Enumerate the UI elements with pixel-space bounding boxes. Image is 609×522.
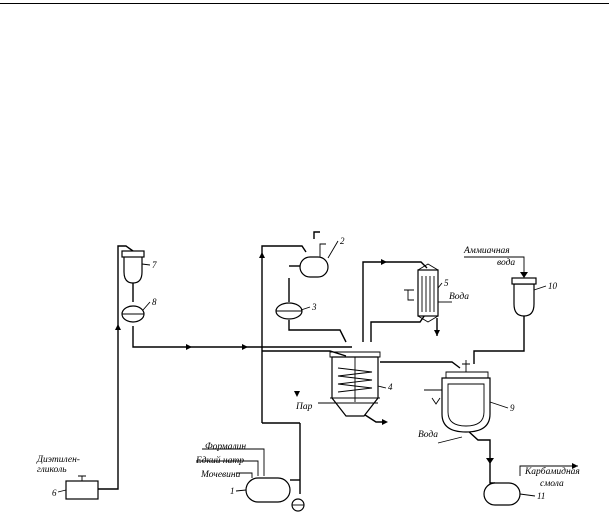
number-6: 6 xyxy=(52,488,57,498)
number-11: 11 xyxy=(537,491,545,501)
label-urea: Мочевина xyxy=(200,470,241,480)
number-5: 5 xyxy=(444,278,449,288)
number-3: 3 xyxy=(311,302,317,312)
number-10: 10 xyxy=(548,281,558,291)
tank-6 xyxy=(65,475,99,500)
label-caustic-soda: Едкий натр xyxy=(195,455,244,466)
number-1: 1 xyxy=(230,486,235,496)
mixer-1 xyxy=(245,477,291,503)
pump xyxy=(291,498,305,512)
label-water-condenser: Вода xyxy=(449,291,469,302)
number-4: 4 xyxy=(388,382,393,392)
condenser-5 xyxy=(404,263,439,323)
vessel-7 xyxy=(121,250,145,284)
label-diethylene-glycol-2: гликоль xyxy=(37,465,67,475)
number-2: 2 xyxy=(340,236,345,246)
label-ammonia-water-1: Аммиачная xyxy=(463,246,510,256)
separator-3 xyxy=(275,302,303,320)
number-7: 7 xyxy=(152,260,157,270)
receiver-11 xyxy=(483,482,521,506)
label-urea-resin-1: Карбамидная xyxy=(524,466,580,477)
label-steam: Пар xyxy=(295,402,313,412)
label-ammonia-water-2: вода xyxy=(497,257,515,268)
equipment-numbers: 6 7 8 2 3 5 4 10 9 1 11 xyxy=(52,236,558,501)
vessel-10 xyxy=(511,277,537,317)
top-rule xyxy=(0,3,609,4)
label-formalin: Формалин xyxy=(205,442,246,452)
label-diethylene-glycol-1: Диэтилен- xyxy=(36,455,80,465)
arrowheads xyxy=(115,252,578,469)
label-water-cooling: Вода xyxy=(418,429,438,440)
number-9: 9 xyxy=(510,403,515,413)
label-urea-resin-2: смола xyxy=(540,479,564,489)
vessel-9 xyxy=(424,360,491,433)
reactor-4 xyxy=(329,351,381,417)
leader-lines xyxy=(57,240,547,497)
text-labels: Диэтилен- гликоль Формалин Едкий натр Мо… xyxy=(36,246,580,489)
piping xyxy=(98,231,578,494)
separator-8 xyxy=(121,305,145,323)
number-8: 8 xyxy=(152,297,157,307)
receiver-2 xyxy=(299,243,329,278)
